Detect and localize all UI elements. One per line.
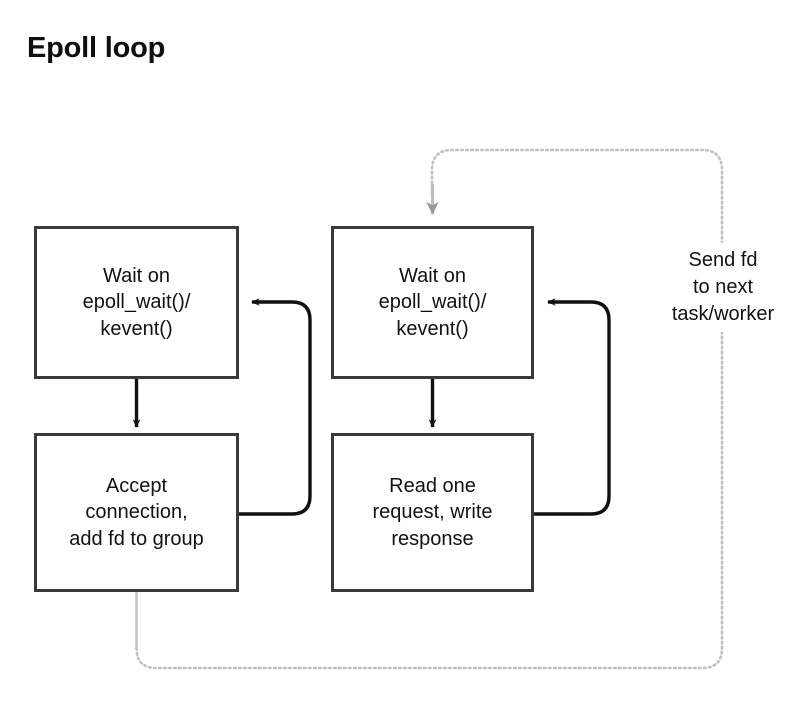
node-line: Accept — [105, 474, 168, 497]
node-line: Wait on — [102, 264, 171, 287]
node-line: Wait on — [398, 264, 467, 287]
node-accept-connection-label: Accept connection, add fd to group — [57, 473, 216, 552]
node-read-request-write-response[interactable]: Read one request, write response — [331, 433, 534, 592]
node-line: kevent() — [396, 317, 469, 340]
edge-label-line: to next — [692, 276, 754, 298]
node-accept-connection[interactable]: Accept connection, add fd to group — [34, 433, 239, 592]
edge-accept-to-waitleft — [239, 298, 312, 516]
node-wait-on-epoll-right-label: Wait on epoll_wait()/ kevent() — [367, 263, 499, 342]
node-line: epoll_wait()/ — [378, 291, 487, 314]
edge-label-send-fd: Send fd to next task/worker — [650, 243, 796, 332]
page-title: Epoll loop — [27, 32, 166, 64]
node-wait-on-epoll-left-label: Wait on epoll_wait()/ kevent() — [71, 263, 203, 342]
edge-read-to-waitright — [534, 298, 611, 516]
edge-label-line: Send fd — [688, 249, 758, 271]
node-line: response — [391, 527, 474, 550]
edge-accept-to-waitright-dotted — [135, 148, 724, 670]
node-line: add fd to group — [69, 527, 204, 550]
edge-label-line: task/worker — [671, 303, 775, 325]
node-read-request-write-response-label: Read one request, write response — [360, 473, 504, 552]
node-line: epoll_wait()/ — [82, 291, 191, 314]
node-line: request, write — [372, 501, 493, 524]
node-wait-on-epoll-right[interactable]: Wait on epoll_wait()/ kevent() — [331, 226, 534, 379]
node-line: kevent() — [100, 317, 173, 340]
node-line: connection, — [85, 501, 188, 524]
node-line: Read one — [389, 474, 476, 497]
node-wait-on-epoll-left[interactable]: Wait on epoll_wait()/ kevent() — [34, 226, 239, 379]
